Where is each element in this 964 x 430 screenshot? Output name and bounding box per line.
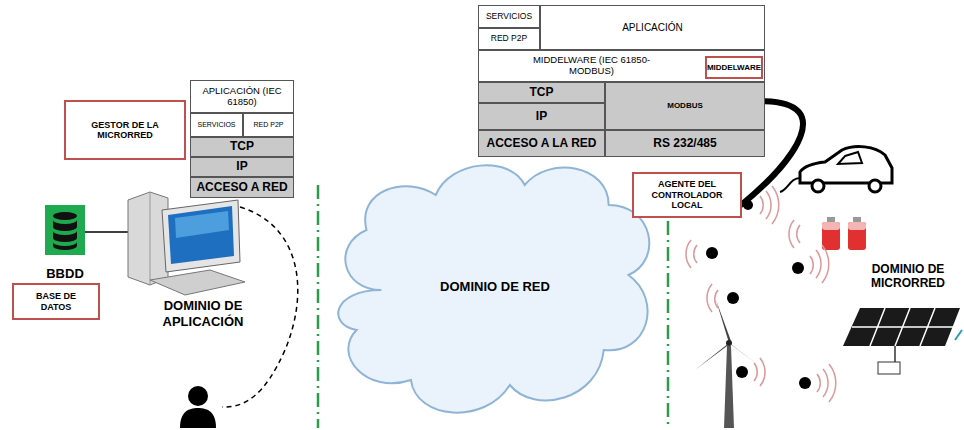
node-text: MODBUS bbox=[667, 101, 703, 110]
node-text: APLICACIÓN bbox=[622, 22, 683, 34]
node-text: IP bbox=[536, 110, 547, 124]
stack-layer: SERVICIOS bbox=[190, 113, 243, 137]
node-text: TCP bbox=[230, 140, 254, 154]
node-text: RS 232/485 bbox=[653, 137, 716, 151]
stack-layer: MODBUS bbox=[605, 82, 765, 130]
stack-layer: IP bbox=[190, 157, 294, 177]
network-cloud: DOMINIO DE RED bbox=[322, 150, 668, 425]
domain-separator bbox=[667, 195, 670, 428]
stack-layer: TCP bbox=[190, 137, 294, 157]
node-text: ACCESO A RED bbox=[196, 181, 287, 195]
node-text: SERVICIOS bbox=[486, 12, 532, 22]
stack-layer: RED P2P bbox=[243, 113, 294, 137]
domain-label: BBDD bbox=[30, 266, 100, 282]
domain-label: DOMINIO DE APLICACIÓN bbox=[138, 298, 268, 329]
signal-arcs bbox=[686, 186, 836, 402]
stack-layer: ACCESO A LA RED bbox=[478, 130, 605, 157]
stack-layer: RS 232/485 bbox=[605, 130, 765, 157]
node-text: MIDDELWARE bbox=[707, 63, 761, 72]
database-icon bbox=[45, 205, 85, 255]
node-text: SERVICIOS bbox=[198, 121, 236, 129]
node-text: TCP bbox=[530, 86, 554, 100]
node-text: BASE DE DATOS bbox=[21, 291, 91, 312]
node-text: ACCESO A LA RED bbox=[486, 137, 596, 151]
db-link bbox=[85, 231, 132, 233]
solar-panel bbox=[843, 308, 962, 374]
domain-label: DOMINIO DE MICRORRED bbox=[858, 262, 958, 291]
node-text: RED P2P bbox=[254, 121, 284, 129]
user-icon bbox=[180, 386, 216, 428]
callout-box: BASE DE DATOS bbox=[12, 283, 100, 320]
stack-layer: APLICACIÓN bbox=[540, 5, 765, 50]
callout-box: AGENTE DEL CONTROLADOR LOCAL bbox=[632, 172, 742, 218]
node-text: MIDDELWARE (IEC 61850-MODBUS) bbox=[527, 55, 657, 77]
stack-layer: IP bbox=[478, 103, 605, 130]
battery-icon bbox=[822, 217, 866, 250]
computer-icon bbox=[128, 192, 245, 295]
node-text: DOMINIO DE RED bbox=[440, 280, 550, 295]
stack-layer: RED P2P bbox=[478, 28, 540, 50]
domain-separator bbox=[317, 185, 320, 428]
node-text: AGENTE DEL CONTROLADOR LOCAL bbox=[639, 179, 735, 210]
node-text: APLICACIÓN (IEC 61850) bbox=[194, 86, 290, 108]
stack-layer: APLICACIÓN (IEC 61850) bbox=[190, 80, 294, 113]
callout-box: MIDDELWARE bbox=[705, 56, 763, 79]
node-text: RED P2P bbox=[491, 34, 527, 44]
wind-turbine bbox=[695, 300, 762, 428]
stack-layer: TCP bbox=[478, 82, 605, 103]
callout-box: GESTOR DE LA MICRORRED bbox=[64, 100, 186, 160]
stack-layer: ACCESO A RED bbox=[190, 177, 294, 198]
stack-layer: SERVICIOS bbox=[478, 5, 540, 28]
device-dots bbox=[706, 200, 811, 389]
node-text: IP bbox=[236, 160, 247, 174]
node-text: GESTOR DE LA MICRORRED bbox=[75, 120, 175, 141]
electric-car bbox=[780, 147, 892, 192]
stack-layer: MIDDELWARE (IEC 61850-MODBUS) MIDDELWARE bbox=[478, 50, 765, 82]
